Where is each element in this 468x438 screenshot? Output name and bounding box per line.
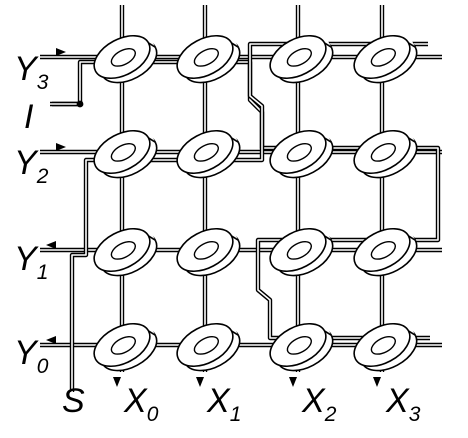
- y2-arrow: [56, 143, 66, 151]
- ferrite-core: [93, 34, 158, 84]
- label-s: S: [62, 382, 85, 420]
- x0-arrow: [113, 377, 121, 387]
- label-layer: Y3 I Y2 Y1 Y0 S X0 X1 X2 X3: [14, 50, 421, 426]
- ferrite-core: [93, 227, 158, 277]
- x2-arrow: [289, 377, 297, 387]
- label-y3: Y3: [14, 50, 49, 94]
- y0-arrow: [46, 336, 56, 344]
- y1-arrow: [46, 241, 56, 249]
- ferrite-core: [176, 129, 241, 179]
- ferrite-core: [269, 129, 334, 179]
- core-layer: [93, 34, 418, 372]
- ferrite-core: [353, 129, 418, 179]
- ferrite-core: [353, 322, 418, 372]
- ferrite-core: [93, 129, 158, 179]
- ferrite-core: [176, 322, 241, 372]
- inhibit-tap-dot: [76, 100, 84, 108]
- ferrite-core: [269, 322, 334, 372]
- label-x0: X0: [123, 382, 159, 426]
- ferrite-core: [93, 322, 158, 372]
- label-y1: Y1: [14, 240, 48, 284]
- ferrite-core: [353, 34, 418, 84]
- ferrite-core: [176, 34, 241, 84]
- label-x3: X3: [385, 382, 421, 426]
- label-i: I: [24, 98, 34, 136]
- label-y2: Y2: [14, 144, 49, 188]
- ferrite-core: [353, 227, 418, 277]
- label-x2: X2: [301, 382, 337, 426]
- label-y0: Y0: [14, 334, 49, 378]
- x1-arrow: [196, 377, 204, 387]
- label-x1: X1: [206, 382, 241, 426]
- ferrite-core: [176, 227, 241, 277]
- ferrite-core: [269, 227, 334, 277]
- x3-arrow: [373, 377, 381, 387]
- arrow-layer: [46, 48, 381, 387]
- ferrite-core: [269, 34, 334, 84]
- y3-arrow: [56, 48, 66, 56]
